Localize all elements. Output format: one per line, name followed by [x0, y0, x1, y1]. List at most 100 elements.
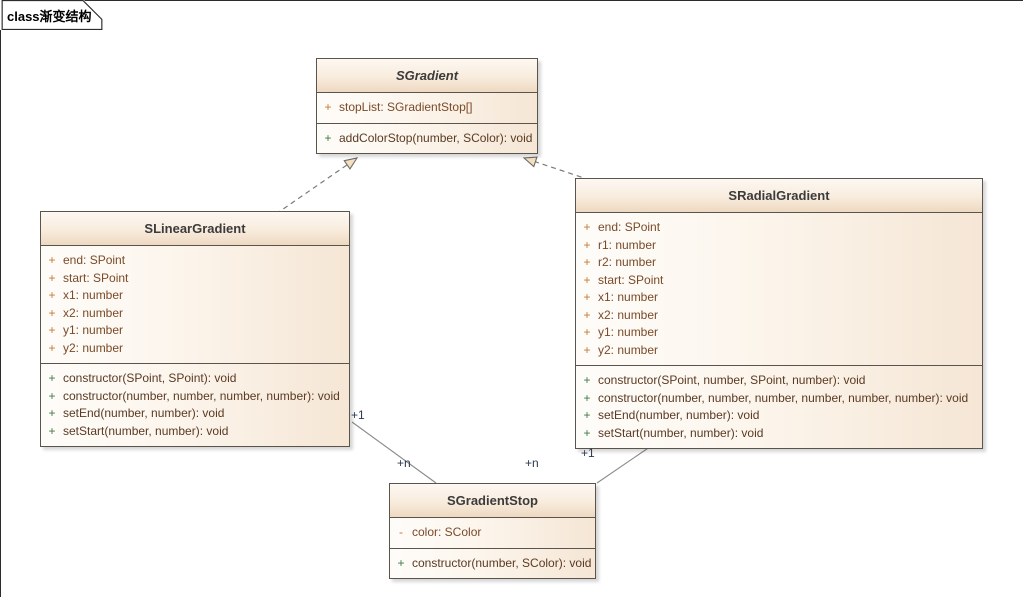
attribute-label: start: SPoint [598, 272, 664, 287]
multiplicity-label-radial-n: +n [525, 456, 539, 470]
visibility-marker: + [48, 270, 56, 285]
attribute-label: x1: number [598, 290, 659, 304]
visibility-marker: + [48, 253, 56, 267]
method-row[interactable]: + constructor(SPoint, SPoint): void [41, 370, 349, 388]
visibility-marker: + [583, 390, 591, 405]
methods-section-sgradientstop: + constructor(number, SColor): void [390, 547, 595, 578]
visibility-marker: + [583, 272, 591, 287]
attribute-row[interactable]: - color: SColor [390, 524, 595, 542]
attribute-label: end: SPoint [63, 253, 126, 267]
visibility-marker: + [583, 307, 591, 322]
visibility-marker: + [48, 305, 56, 320]
methods-section-sradialgradient: + constructor(SPoint, number, SPoint, nu… [576, 365, 982, 448]
relation-slineargradient-sgradientstop [351, 421, 437, 484]
class-box-sradialgradient[interactable]: SRadialGradient + end: SPoint + r1: numb… [575, 178, 983, 449]
attribute-row[interactable]: + end: SPoint [576, 219, 982, 237]
visibility-marker: + [324, 130, 332, 145]
visibility-marker: + [397, 555, 405, 570]
visibility-marker: - [399, 525, 403, 539]
attribute-row[interactable]: + start: SPoint [41, 270, 349, 288]
attribute-row[interactable]: + x1: number [576, 289, 982, 307]
attribute-label: x1: number [63, 288, 124, 302]
diagram-name-label: class渐变结构 [7, 9, 92, 24]
visibility-marker: + [583, 255, 591, 269]
attribute-label: y1: number [598, 325, 659, 339]
visibility-marker: + [583, 373, 591, 387]
attribute-row[interactable]: + y1: number [41, 322, 349, 340]
method-label: constructor(SPoint, number, SPoint, numb… [598, 373, 866, 387]
method-label: constructor(number, SColor): void [412, 555, 592, 570]
methods-section-slineargradient: + constructor(SPoint, SPoint): void + co… [41, 363, 349, 446]
visibility-marker: + [48, 423, 56, 438]
method-label: constructor(number, number, number, numb… [598, 390, 969, 405]
attribute-label: stopList: SGradientStop[] [339, 100, 473, 114]
visibility-marker: + [583, 342, 591, 357]
attribute-label: r1: number [598, 237, 657, 252]
visibility-marker: + [583, 408, 591, 422]
class-box-sgradientstop[interactable]: SGradientStop - color: SColor + construc… [389, 483, 596, 579]
class-box-slineargradient[interactable]: SLinearGradient + end: SPoint + start: S… [40, 211, 350, 447]
attribute-row[interactable]: + x2: number [41, 305, 349, 323]
frame-left-border [0, 0, 1, 597]
method-row[interactable]: + addColorStop(number, SColor): void [317, 130, 537, 148]
visibility-marker: + [583, 237, 591, 252]
class-box-sgradient[interactable]: SGradient + stopList: SGradientStop[] + … [316, 58, 538, 154]
attributes-section-sradialgradient: + end: SPoint + r1: number + r2: number … [576, 213, 982, 365]
diagram-name-tab[interactable]: class渐变结构 [0, 0, 104, 30]
method-row[interactable]: + setEnd(number, number): void [576, 407, 982, 425]
visibility-marker: + [48, 388, 56, 403]
method-label: setEnd(number, number): void [598, 408, 760, 422]
attribute-row[interactable]: + r2: number [576, 254, 982, 272]
method-row[interactable]: + constructor(number, SColor): void [390, 555, 595, 573]
visibility-marker: + [583, 425, 591, 440]
method-row[interactable]: + constructor(SPoint, number, SPoint, nu… [576, 372, 982, 390]
attribute-label: end: SPoint [598, 220, 661, 234]
visibility-marker: + [583, 220, 591, 234]
method-row[interactable]: + constructor(number, number, number, nu… [576, 390, 982, 408]
relation-sradialgradient-realizes-sgradient [522, 156, 591, 181]
attribute-label: y2: number [598, 342, 659, 357]
class-name-slineargradient: SLinearGradient [41, 212, 349, 246]
class-name-sradialgradient: SRadialGradient [576, 179, 982, 213]
method-label: constructor(number, number, number, numb… [63, 388, 340, 403]
method-label: setEnd(number, number): void [63, 406, 225, 420]
attributes-section-slineargradient: + end: SPoint + start: SPoint + x1: numb… [41, 246, 349, 363]
attribute-row[interactable]: + x1: number [41, 287, 349, 305]
attribute-row[interactable]: + y2: number [576, 342, 982, 360]
attribute-row[interactable]: + end: SPoint [41, 252, 349, 270]
attribute-row[interactable]: + x2: number [576, 307, 982, 325]
method-label: setStart(number, number): void [598, 425, 764, 440]
method-row[interactable]: + constructor(number, number, number, nu… [41, 388, 349, 406]
attribute-label: r2: number [598, 255, 657, 269]
methods-section-sgradient: + addColorStop(number, SColor): void [317, 122, 537, 153]
method-label: addColorStop(number, SColor): void [339, 130, 533, 145]
attribute-row[interactable]: + r1: number [576, 237, 982, 255]
multiplicity-label-linear-one: +1 [351, 408, 365, 422]
method-label: constructor(SPoint, SPoint): void [63, 371, 237, 385]
frame-top-border [0, 0, 1023, 1]
class-name-sgradient: SGradient [317, 59, 537, 93]
visibility-marker: + [48, 323, 56, 337]
visibility-marker: + [48, 406, 56, 420]
method-row[interactable]: + setStart(number, number): void [576, 425, 982, 443]
attribute-label: y1: number [63, 323, 124, 337]
attribute-label: y2: number [63, 340, 124, 355]
visibility-marker: + [324, 100, 332, 114]
attribute-label: x2: number [63, 305, 124, 320]
visibility-marker: + [48, 288, 56, 302]
visibility-marker: + [48, 371, 56, 385]
method-label: setStart(number, number): void [63, 423, 229, 438]
method-row[interactable]: + setEnd(number, number): void [41, 405, 349, 423]
attribute-row[interactable]: + y2: number [41, 340, 349, 358]
attribute-label: color: SColor [412, 525, 482, 539]
multiplicity-label-radial-one: +1 [581, 446, 595, 460]
visibility-marker: + [583, 290, 591, 304]
method-row[interactable]: + setStart(number, number): void [41, 423, 349, 441]
attribute-row[interactable]: + start: SPoint [576, 272, 982, 290]
class-name-sgradientstop: SGradientStop [390, 484, 595, 518]
attribute-label: x2: number [598, 307, 659, 322]
attribute-row[interactable]: + stopList: SGradientStop[] [317, 99, 537, 117]
attributes-section-sgradient: + stopList: SGradientStop[] [317, 93, 537, 123]
attribute-row[interactable]: + y1: number [576, 324, 982, 342]
